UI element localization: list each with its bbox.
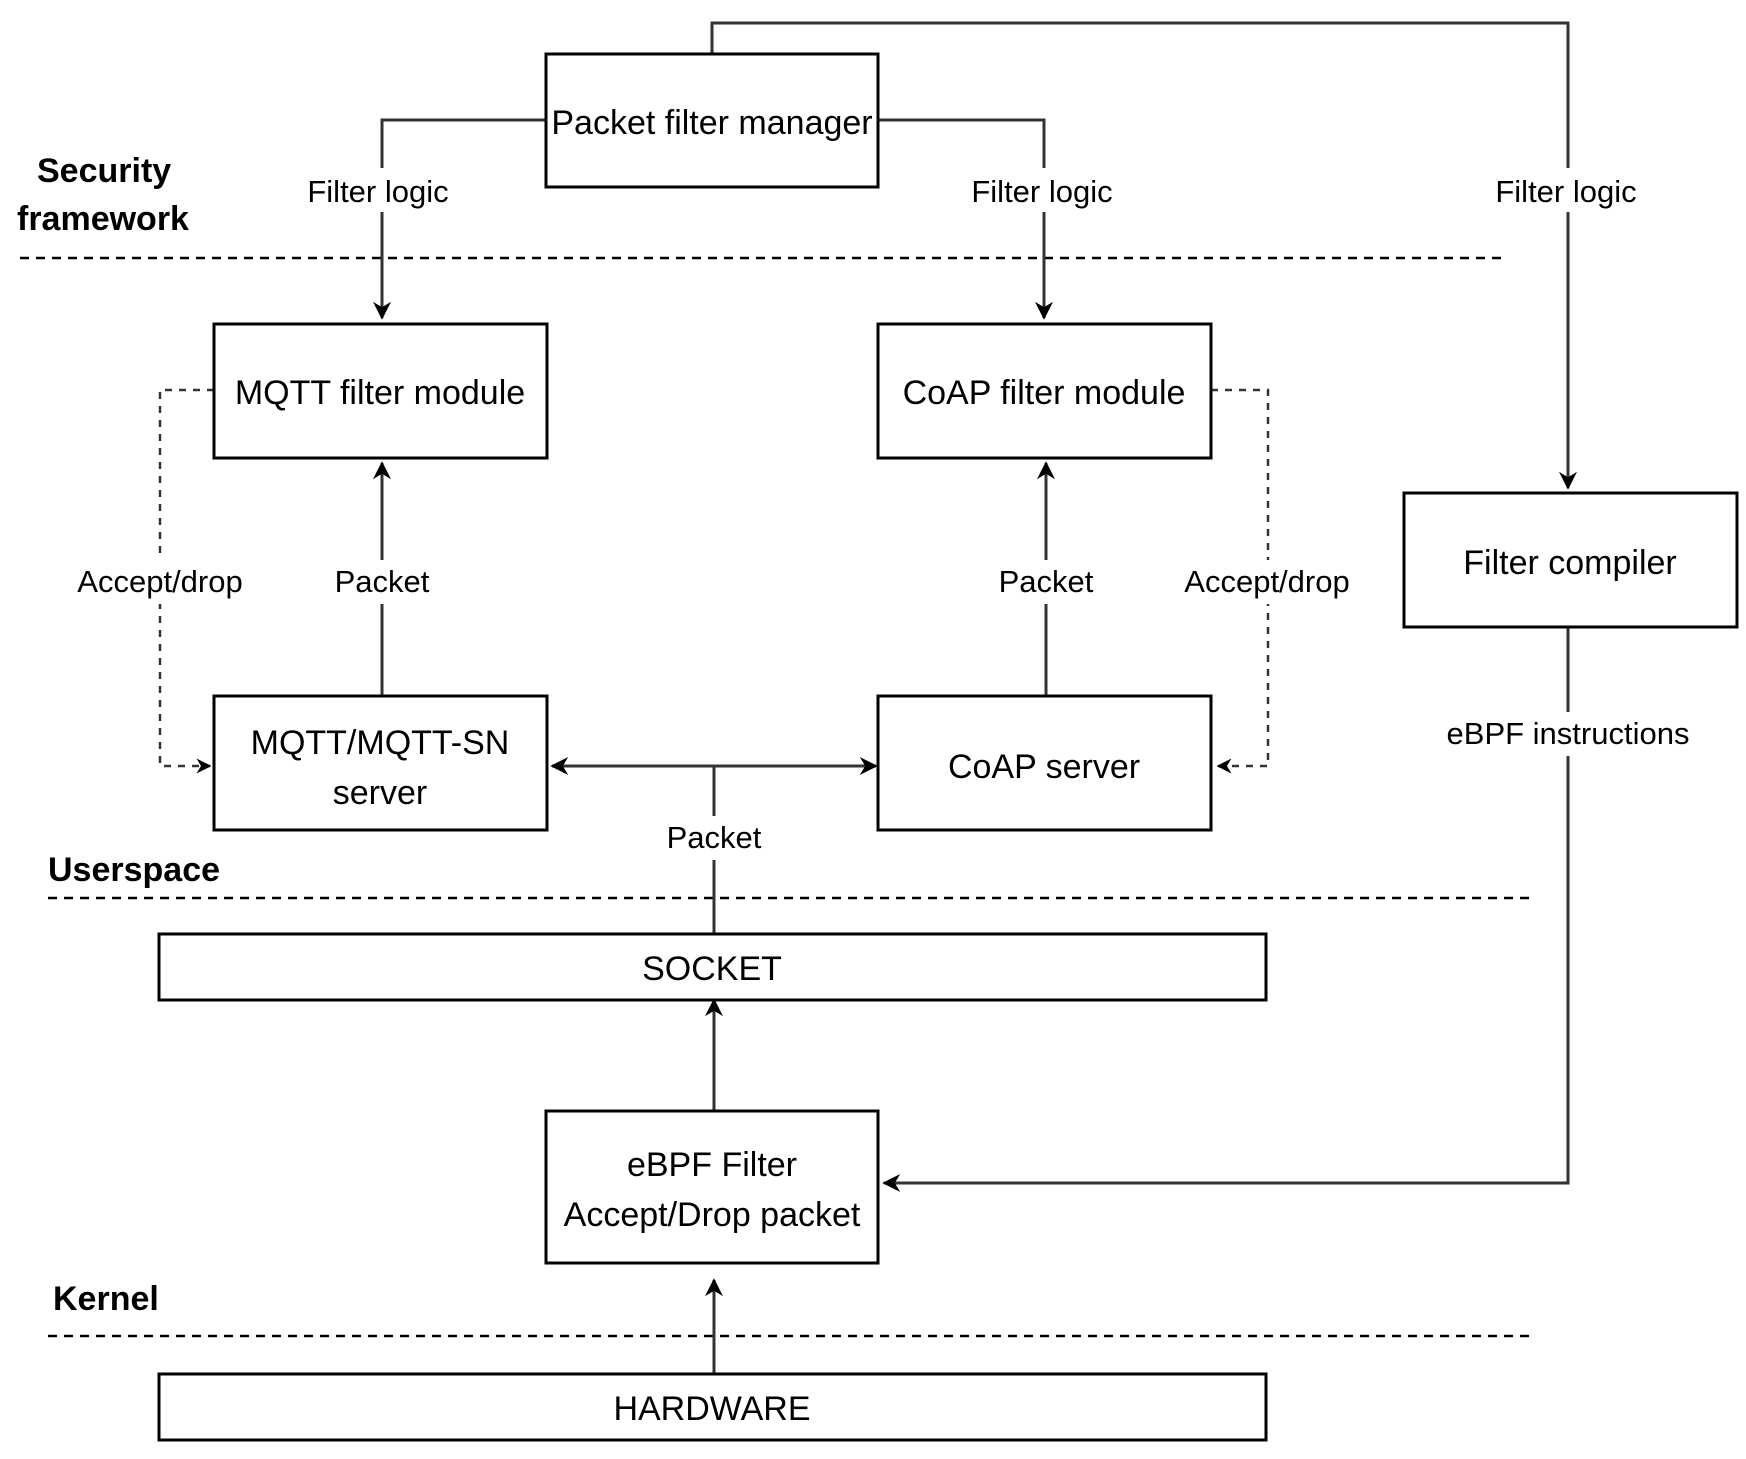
edge-manager-to-mqtt-filter	[373, 118, 546, 320]
ebpf-instructions-label: eBPF instructions	[1447, 716, 1690, 751]
edge-manager-to-coap-filter	[878, 118, 1053, 320]
accept-drop-coap-label: Accept/drop	[1184, 564, 1349, 599]
filter-logic-compiler-label: Filter logic	[1495, 174, 1636, 209]
userspace-label: Userspace	[48, 851, 220, 889]
mqtt-server-node	[212, 694, 549, 832]
kernel-label: Kernel	[53, 1280, 159, 1318]
security-framework-label: Security	[37, 152, 171, 190]
mqtt-server-label-line2: server	[333, 774, 427, 812]
filter-compiler-node	[1402, 491, 1739, 629]
packet-socket-label: Packet	[667, 820, 762, 855]
packet-mqtt-label: Packet	[335, 564, 430, 599]
coap-filter-module-label: CoAP filter module	[903, 374, 1186, 412]
accept-drop-mqtt-label: Accept/drop	[77, 564, 242, 599]
packet-coap-label: Packet	[999, 564, 1094, 599]
coap-filter-module-node	[876, 322, 1213, 460]
hardware-label: HARDWARE	[613, 1390, 810, 1428]
mqtt-filter-module-node	[212, 322, 549, 460]
socket-label: SOCKET	[642, 950, 782, 988]
packet-filter-manager-node	[544, 52, 880, 189]
filter-logic-mqtt-label: Filter logic	[307, 174, 448, 209]
edge-manager-to-compiler	[710, 21, 1577, 490]
filter-compiler-label: Filter compiler	[1463, 544, 1676, 582]
ebpf-filter-node	[544, 1109, 880, 1265]
socket-node	[157, 932, 1268, 1002]
mqtt-server-label-line1: MQTT/MQTT-SN	[251, 724, 510, 762]
coap-server-node	[876, 694, 1213, 832]
filter-logic-coap-label: Filter logic	[971, 174, 1112, 209]
edge-compiler-to-ebpf	[882, 628, 1570, 1192]
ebpf-filter-label-line1: eBPF Filter	[627, 1146, 797, 1184]
coap-server-label: CoAP server	[948, 748, 1140, 786]
mqtt-filter-module-label: MQTT filter module	[235, 374, 525, 412]
hardware-node	[157, 1372, 1268, 1442]
ebpf-filter-label-line2: Accept/Drop packet	[564, 1196, 861, 1234]
packet-filter-manager-label: Packet filter manager	[551, 104, 872, 142]
security-framework-label-line2: framework	[17, 200, 189, 238]
